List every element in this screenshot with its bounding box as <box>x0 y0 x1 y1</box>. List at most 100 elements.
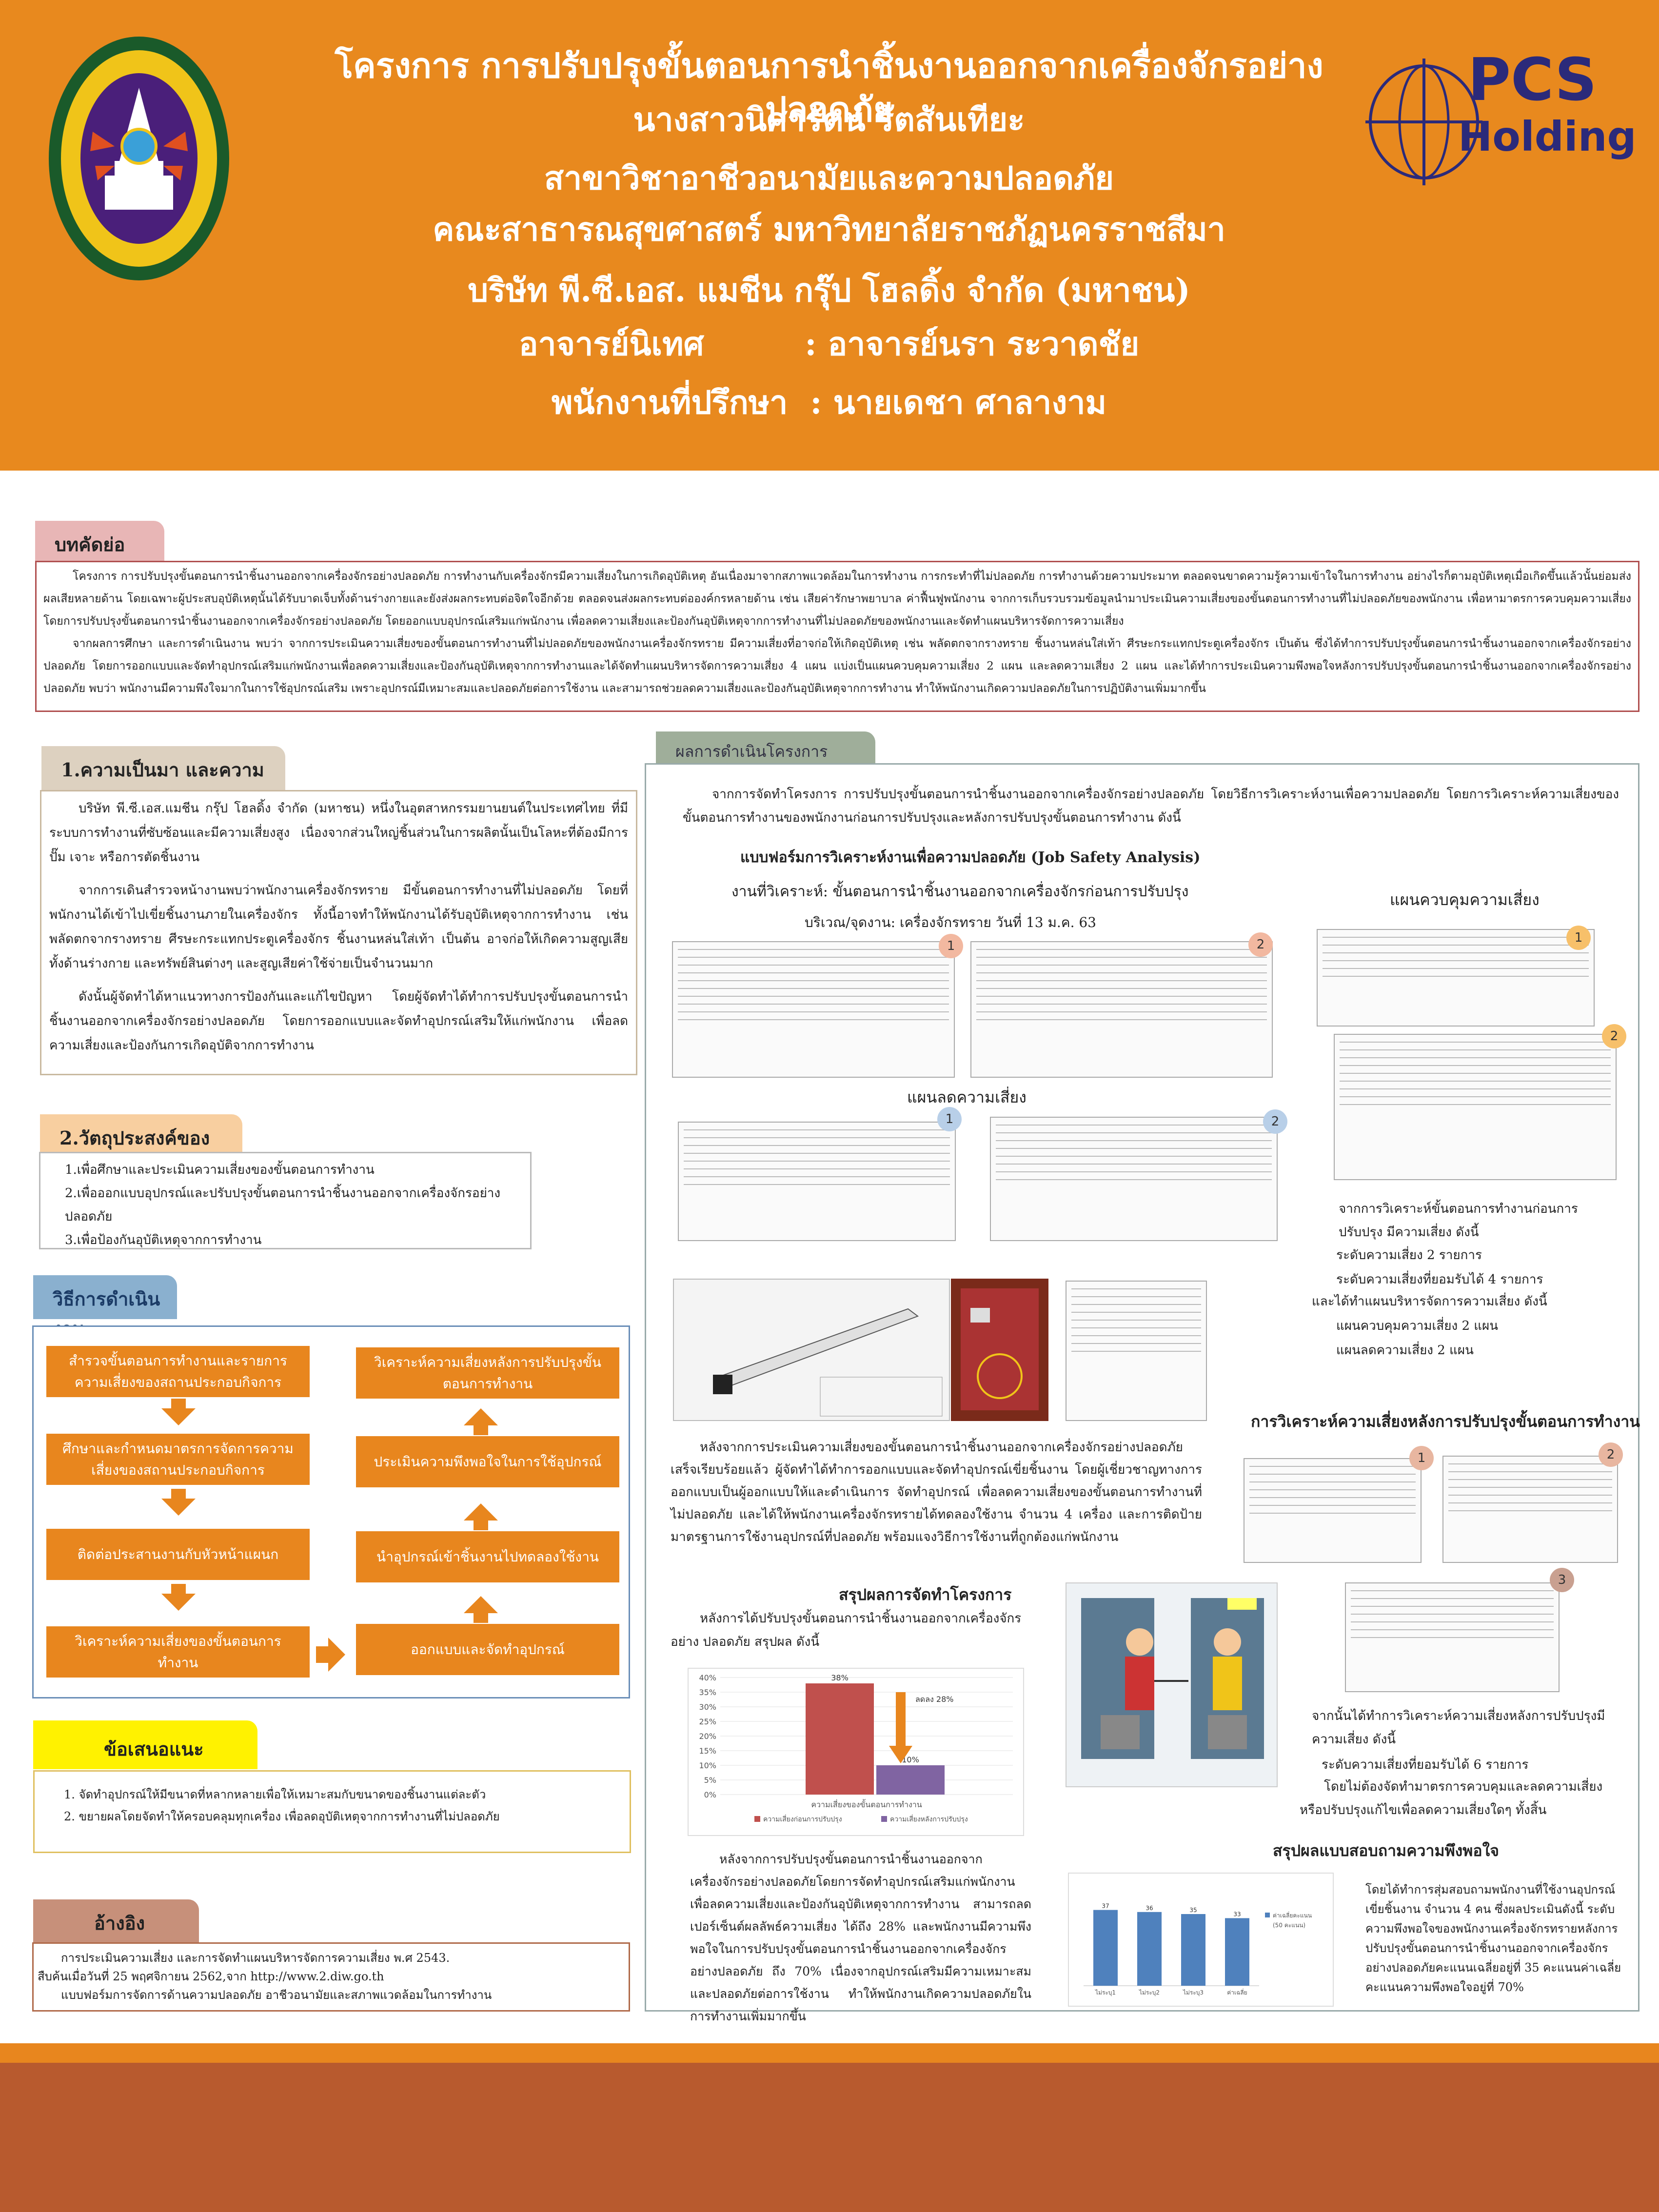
bar <box>1225 1918 1249 1986</box>
pcs-holding-logo: PCS Holding <box>1365 49 1637 195</box>
badge-3: 3 <box>1550 1568 1574 1592</box>
legend-swatch <box>881 1816 887 1822</box>
work-instruction-sign <box>1066 1281 1207 1421</box>
y-tick-label: 25% <box>699 1717 716 1726</box>
after-summary-1: จากนั้นได้ทำการวิเคราะห์ความเสี่ยงหลังกา… <box>1312 1709 1605 1747</box>
jsa-table-2 <box>970 941 1273 1078</box>
conclusion-text: หลังจากการปรับปรุงขั้นตอนการนำชิ้นงานออก… <box>690 1852 1031 2023</box>
before-summary-4: และได้ทำแผนบริหารจัดการความเสี่ยง ดังนี้ <box>1312 1294 1547 1309</box>
control-plan-form-1 <box>1317 929 1595 1027</box>
badge-2: 2 <box>1599 1442 1623 1467</box>
objectives-tab: 2.วัตถุประสงค์ของโครงการ <box>40 1114 242 1179</box>
department: สาขาวิชาอาชีวอนามัยและความปลอดภัย <box>544 159 1114 197</box>
equipment-drawing-image <box>673 1279 950 1421</box>
satisfaction-text: โดยได้ทำการสุ่มสอบถามพนักงานที่ใช้งานอุป… <box>1365 1883 1621 1994</box>
results-tab: ผลการดำเนินโครงการ <box>656 731 875 766</box>
x-category-label: ไม่ระบุ2 <box>1139 1989 1160 1996</box>
flow-step-4: วิเคราะห์ความเสี่ยงของขั้นตอนการทำงาน <box>46 1626 310 1678</box>
before-summary-1: จากการวิเคราะห์ขั้นตอนการทำงานก่อนการปรั… <box>1339 1202 1578 1240</box>
x-category-label: ไม่ระบุ3 <box>1183 1989 1204 1996</box>
bar <box>806 1683 874 1795</box>
decrease-annotation: ลดลง 28% <box>915 1695 953 1704</box>
bar <box>1093 1910 1118 1986</box>
abstract-box: โครงการ การปรับปรุงขั้นตอนการนำชิ้นงานออ… <box>35 561 1639 712</box>
abstract-tab: บทคัดย่อ <box>35 521 164 561</box>
before-summary-5: แผนควบคุมความเสี่ยง 2 แผน <box>1336 1319 1499 1333</box>
abstract-paragraph-1: โครงการ การปรับปรุงขั้นตอนการนำชิ้นงานออ… <box>43 570 1631 628</box>
reduce-plan-title: แผนลดความเสี่ยง <box>907 1088 1027 1106</box>
method-tab: วิธีการดำเนินงาน <box>33 1275 177 1340</box>
y-tick-label: 0% <box>704 1790 716 1799</box>
background-box: บริษัท พี.ซี.เอส.แมชีน กรุ๊ป โฮลดิ้ง จำก… <box>40 790 637 1075</box>
suggestion-item: 2. ขยายผลโดยจัดทำให้ครอบคลุมทุกเครื่อง เ… <box>64 1810 500 1823</box>
conclusion-intro: หลังการได้ปรับปรุงขั้นตอนการนำชิ้นงานออก… <box>671 1611 1022 1649</box>
legend-label: ค่าเฉลี่ยคะแนน <box>1273 1911 1312 1919</box>
suggestion-item: 1. จัดทำอุปกรณ์ให้มีขนาดที่หลากหลายเพื่อ… <box>64 1788 486 1801</box>
bar <box>1181 1914 1205 1986</box>
x-category-label: ค่าเฉลี่ย <box>1227 1988 1247 1996</box>
after-summary-3: โดยไม่ต้องจัดทำมาตรการควบคุมและลดความเสี… <box>1300 1779 1603 1817</box>
reference-item: แบบฟอร์มการจัดการด้านความปลอดภัย อาชีวอน… <box>61 1988 492 2002</box>
bar <box>876 1765 945 1795</box>
project-title: โครงการ การปรับปรุงขั้นตอนการนำชิ้นงานออ… <box>335 45 1323 130</box>
jsa-table-1 <box>672 941 955 1078</box>
after-jsa-table-1 <box>1244 1458 1422 1563</box>
bar-value-label: 35 <box>1189 1907 1197 1914</box>
risk-chart: 0%5%10%15%20%25%30%35%40%38%10%ลดลง 28%ค… <box>688 1668 1024 1836</box>
holding-logo-text: Holding <box>1458 113 1637 160</box>
suggestion-box: 1. จัดทำอุปกรณ์ให้มีขนาดที่หลากหลายเพื่อ… <box>33 1770 631 1853</box>
background-paragraph-3: ดังนั้นผู้จัดทำได้หาแนวทางการป้องกันและแ… <box>49 989 628 1053</box>
reference-box: การประเมินความเสี่ยง และการจัดทำแผนบริหา… <box>32 1942 630 2012</box>
after-jsa-table-2 <box>1442 1456 1618 1563</box>
objective-item: 2.เพื่อออกแบบอุปกรณ์และปรับปรุงขั้นตอนกา… <box>65 1186 501 1224</box>
flow-step-7: ประเมินความพึงพอใจในการใช้อุปกรณ์ <box>356 1436 619 1487</box>
y-tick-label: 20% <box>699 1732 716 1741</box>
badge-1: 1 <box>1409 1446 1434 1470</box>
machine-photo-image <box>951 1279 1048 1421</box>
badge-1: 1 <box>939 934 963 958</box>
reference-item: สืบค้นเมื่อวันที่ 25 พฤศจิกายน 2562,จาก … <box>38 1970 384 1983</box>
y-tick-label: 15% <box>699 1746 716 1756</box>
footer-bar <box>0 2043 1659 2063</box>
poster-header: โครงการ การปรับปรุงขั้นตอนการนำชิ้นงานออ… <box>0 0 1659 471</box>
badge-2: 2 <box>1263 1109 1287 1134</box>
badge-1: 1 <box>937 1107 962 1131</box>
decrease-arrow <box>889 1692 912 1763</box>
advisor: พนักงานที่ปรึกษา : นายเดชา ศาลางาม <box>551 383 1107 421</box>
y-tick-label: 35% <box>699 1688 716 1697</box>
results-intro: จากการจัดทำโครงการ การปรับปรุงขั้นตอนการ… <box>683 787 1619 825</box>
objective-item: 3.เพื่อป้องกันอุบัติเหตุจากการทำงาน <box>65 1233 262 1247</box>
legend-swatch <box>754 1816 760 1822</box>
y-tick-label: 10% <box>699 1761 716 1770</box>
bar-value-label: 38% <box>831 1673 849 1682</box>
jsa-area: บริเวณ/จุดงาน: เครื่องจักรทราย วันที่ 13… <box>805 914 1096 930</box>
control-plan-form-2 <box>1334 1034 1617 1180</box>
bar <box>1137 1912 1162 1986</box>
before-summary-6: แผนลดความเสี่ยง 2 แผน <box>1336 1343 1474 1358</box>
reference-item: การประเมินความเสี่ยง และการจัดทำแผนบริหา… <box>61 1951 450 1965</box>
supervisor: อาจารย์นิเทศ : อาจารย์นรา ระวาดชัย <box>518 325 1140 363</box>
after-jsa-table-3 <box>1345 1582 1560 1692</box>
objective-item: 1.เพื่อศึกษาและประเมินความเสี่ยงของขั้นต… <box>65 1163 375 1177</box>
company: บริษัท พี.ซี.เอส. แมชีน กรุ๊ป โฮลดิ้ง จำ… <box>468 271 1190 309</box>
after-summary-2: ระดับความเสี่ยงที่ยอมรับได้ 6 รายการ <box>1322 1758 1529 1772</box>
reduce-plan-form-1 <box>678 1122 956 1241</box>
reference-tab: อ้างอิง <box>33 1899 199 1942</box>
bar-value-label: 10% <box>902 1755 919 1764</box>
bar-value-label: 33 <box>1233 1911 1241 1917</box>
legend-swatch <box>1265 1913 1270 1917</box>
background-paragraph-1: บริษัท พี.ซี.เอส.แมชีน กรุ๊ป โฮลดิ้ง จำก… <box>49 801 628 865</box>
university-seal-logo <box>46 34 232 283</box>
footer <box>0 2063 1659 2212</box>
faculty: คณะสาธารณสุขศาสตร์ มหาวิทยาลัยราชภัฏนครร… <box>433 210 1225 248</box>
flow-step-6: นำอุปกรณ์เข้าชิ้นงานไปทดลองใช้งาน <box>356 1531 619 1582</box>
control-plan-title: แผนควบคุมความเสี่ยง <box>1390 890 1540 909</box>
flow-step-5: ออกแบบและจัดทำอุปกรณ์ <box>356 1624 619 1675</box>
design-description: หลังจากการประเมินความเสี่ยงของขั้นตอนการ… <box>671 1440 1202 1544</box>
bar-value-label: 36 <box>1146 1905 1153 1912</box>
y-tick-label: 40% <box>699 1673 716 1682</box>
badge-2: 2 <box>1602 1024 1626 1048</box>
background-tab: 1.ความเป็นมา และความสำคัญ <box>41 746 285 810</box>
after-analysis-title: การวิเคราะห์ความเสี่ยงหลังการปรับปรุงขั้… <box>1251 1412 1640 1431</box>
